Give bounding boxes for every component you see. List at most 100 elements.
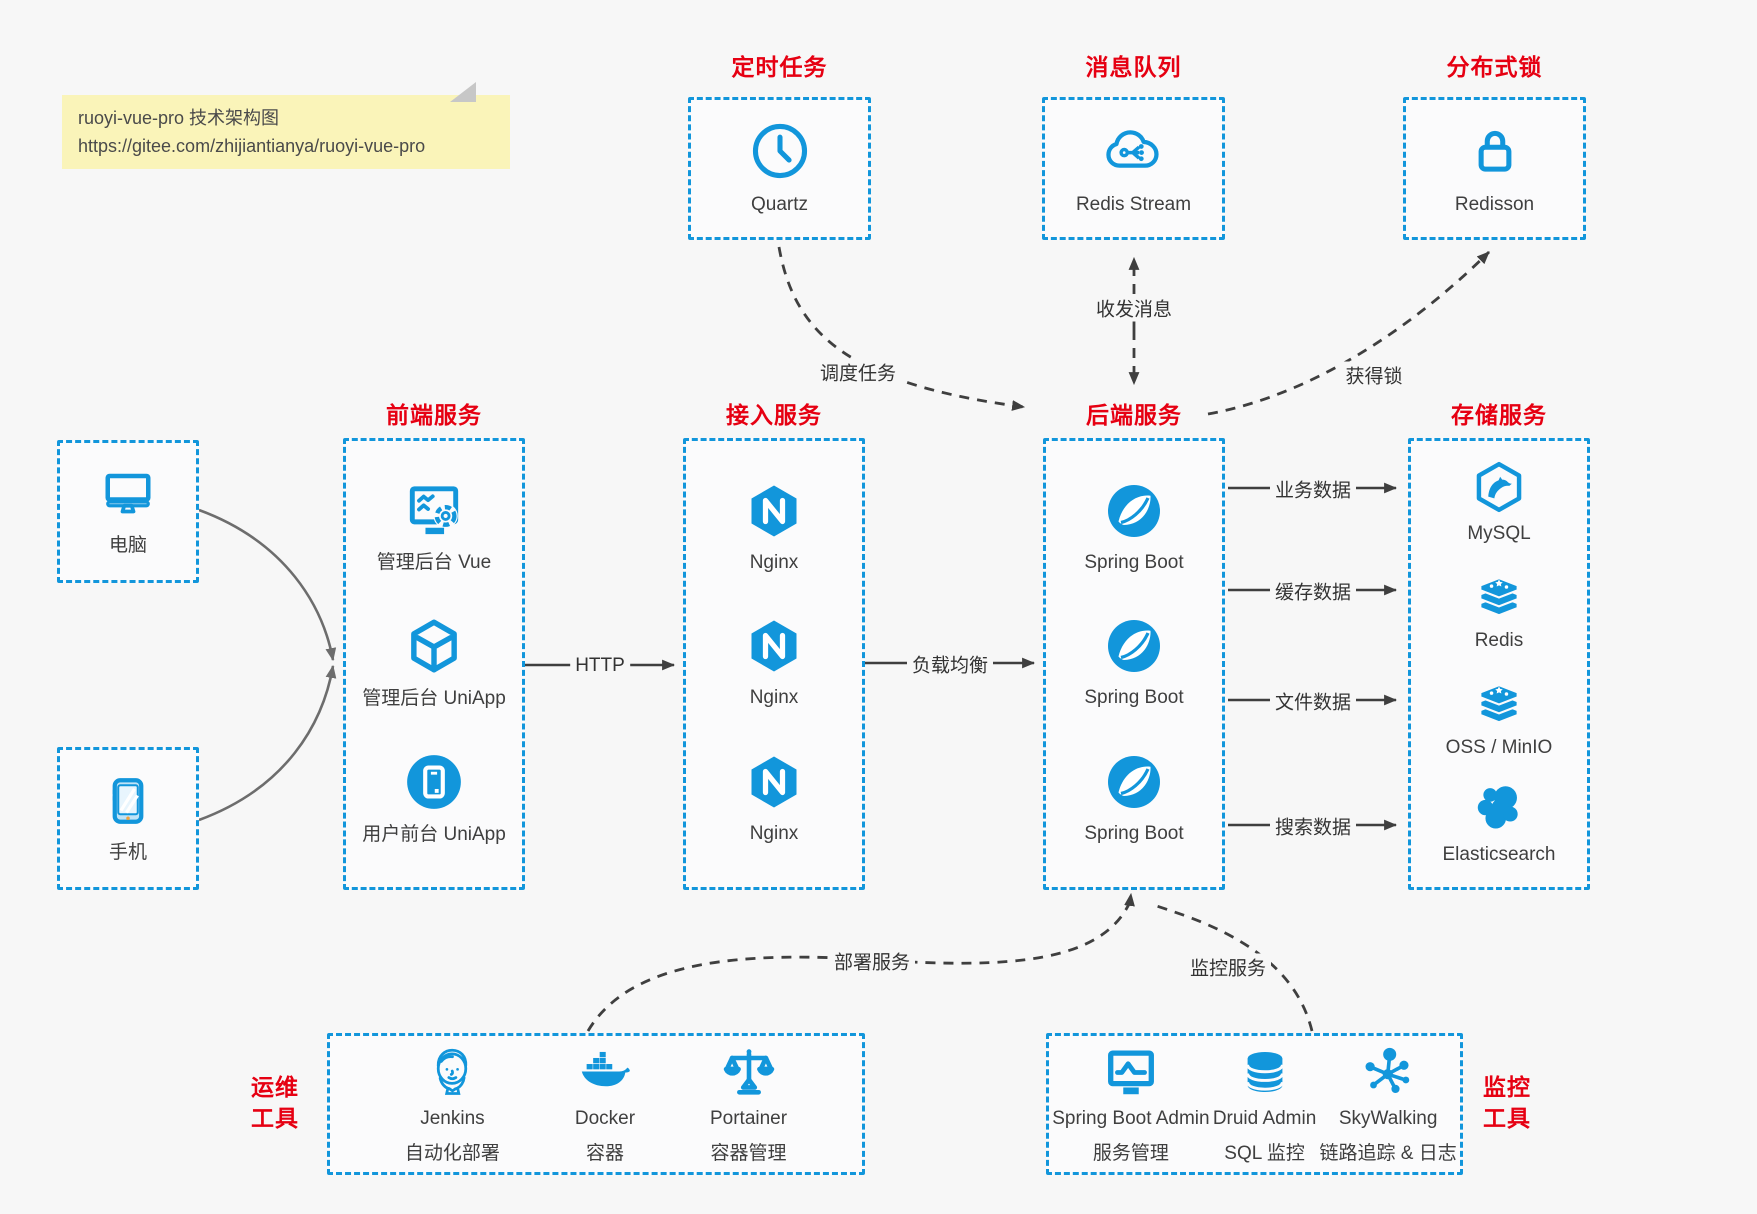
node-druid-admin: Druid Admin SQL 监控: [1212, 1043, 1317, 1165]
edge-label-search-data: 搜索数据: [1269, 812, 1357, 840]
node-user-uniapp: 用户前台 UniApp: [362, 751, 506, 849]
group-box-monitor-tools: Spring Boot Admin 服务管理 Druid Admin SQL 监…: [1046, 1033, 1463, 1175]
node-label: Spring Boot: [1084, 687, 1184, 709]
edge-label-lock: 获得锁: [1340, 361, 1408, 389]
node-label: Redis: [1474, 630, 1524, 652]
group-title-frontend: 前端服务: [386, 402, 482, 428]
node-label: Redis Stream: [1075, 193, 1192, 215]
node-pc: 电脑: [98, 464, 158, 560]
node-docker: Docker 容器: [575, 1043, 635, 1165]
node-elasticsearch: Elasticsearch: [1443, 780, 1556, 869]
group-box-scheduled-tasks: Quartz: [688, 97, 871, 240]
smartphone-icon: [98, 771, 158, 831]
edge-label-deploy: 部署服务: [828, 947, 916, 975]
cloud-stream-icon: [1101, 119, 1165, 183]
elasticsearch-icon: [1471, 780, 1527, 836]
mysql-icon: [1471, 459, 1527, 515]
edge-pc-to-frontend: [198, 508, 337, 662]
cube-icon: [403, 615, 465, 677]
monitor-title-line1: 监控: [1483, 1074, 1531, 1100]
node-label: Spring Boot: [1084, 551, 1184, 573]
node-skywalking: SkyWalking 链路追踪 & 日志: [1320, 1043, 1457, 1165]
clock-icon: [748, 119, 812, 183]
group-box-backend: Spring Boot Spring Boot Spring Boot: [1043, 438, 1225, 890]
node-label: Spring Boot Admin: [1052, 1108, 1210, 1130]
node-redisson: Redisson: [1455, 119, 1534, 219]
node-label: Quartz: [750, 193, 809, 215]
edge-lock: [1207, 251, 1490, 416]
ops-title-line1: 运维: [251, 1074, 299, 1100]
node-sublabel: 容器管理: [710, 1142, 787, 1164]
node-quartz: Quartz: [748, 119, 812, 219]
node-nginx-2: Nginx: [744, 616, 804, 712]
node-phone: 手机: [98, 771, 158, 867]
lock-icon: [1463, 119, 1527, 183]
node-springboot-3: Spring Boot: [1084, 752, 1184, 848]
node-label: Nginx: [749, 687, 799, 709]
docker-icon: [576, 1043, 634, 1101]
group-box-distributed-lock: Redisson: [1403, 97, 1586, 240]
node-spring-boot-admin: Spring Boot Admin 服务管理: [1052, 1043, 1210, 1165]
node-nginx-1: Nginx: [744, 481, 804, 577]
node-label: OSS / MinIO: [1445, 737, 1553, 759]
admin-console-icon: [403, 479, 465, 541]
group-title-message-queue: 消息队列: [1085, 54, 1182, 80]
group-box-frontend: 管理后台 Vue 管理后台 UniApp 用户前台 UniApp: [343, 438, 525, 890]
druid-icon: [1236, 1043, 1294, 1101]
nginx-icon: [744, 616, 804, 676]
node-redis-stream: Redis Stream: [1076, 119, 1191, 219]
skywalking-icon: [1359, 1043, 1417, 1101]
node-sublabel: 链路追踪 & 日志: [1319, 1142, 1457, 1164]
node-mysql: MySQL: [1467, 459, 1531, 548]
edge-label-business-data: 业务数据: [1269, 475, 1357, 503]
group-title-storage: 存储服务: [1451, 402, 1547, 428]
node-label: 管理后台 Vue: [376, 552, 492, 574]
node-label: SkyWalking: [1338, 1108, 1438, 1130]
monitor-icon: [98, 464, 158, 524]
edge-label-messaging: 收发消息: [1090, 294, 1178, 322]
ops-title-line2: 工具: [251, 1105, 299, 1132]
node-label: 电脑: [108, 534, 147, 556]
group-title-monitor-tools: 监控 工具: [1469, 1072, 1545, 1134]
node-label: Druid Admin: [1212, 1108, 1317, 1130]
portainer-icon: [720, 1043, 778, 1101]
node-sublabel: 服务管理: [1092, 1142, 1169, 1164]
node-springboot-1: Spring Boot: [1084, 481, 1184, 577]
node-label: 用户前台 UniApp: [362, 824, 506, 846]
node-admin-uniapp: 管理后台 UniApp: [362, 615, 506, 713]
node-sublabel: SQL 监控: [1224, 1142, 1305, 1164]
edge-label-cache-data: 缓存数据: [1269, 577, 1357, 605]
spring-icon: [1104, 752, 1164, 812]
group-box-gateway: Nginx Nginx Nginx: [683, 438, 865, 890]
note-title: ruoyi-vue-pro 技术架构图: [78, 108, 280, 128]
node-sublabel: 容器: [585, 1142, 624, 1164]
edge-schedule: [777, 246, 1026, 411]
node-label: Nginx: [749, 551, 799, 573]
redis-icon: [1471, 673, 1527, 729]
node-springboot-2: Spring Boot: [1084, 616, 1184, 712]
spring-icon: [1104, 616, 1164, 676]
client-box-pc: 电脑: [57, 440, 199, 583]
group-title-gateway: 接入服务: [726, 402, 822, 428]
group-title-backend: 后端服务: [1086, 402, 1182, 428]
node-label: MySQL: [1467, 523, 1531, 545]
group-title-distributed-lock: 分布式锁: [1446, 54, 1543, 80]
node-label: Redisson: [1454, 193, 1535, 215]
node-portainer: Portainer 容器管理: [710, 1043, 787, 1165]
group-box-storage: MySQL Redis OSS / MinIO Elasticsearch: [1408, 438, 1590, 890]
redis-icon: [1471, 566, 1527, 622]
node-label: 管理后台 UniApp: [362, 688, 506, 710]
spring-icon: [1104, 481, 1164, 541]
node-oss-minio: OSS / MinIO: [1445, 673, 1553, 762]
edge-label-file-data: 文件数据: [1269, 687, 1357, 715]
edge-label-monitor: 监控服务: [1184, 953, 1272, 981]
group-box-ops-tools: Jenkins 自动化部署 Docker 容器 Portainer 容器管理: [327, 1033, 865, 1175]
mobile-app-icon: [403, 751, 465, 813]
monitor-title-line2: 工具: [1483, 1105, 1531, 1132]
nginx-icon: [744, 752, 804, 812]
node-sublabel: 自动化部署: [404, 1142, 500, 1164]
node-label: Elasticsearch: [1442, 844, 1556, 866]
node-nginx-3: Nginx: [744, 752, 804, 848]
client-box-phone: 手机: [57, 747, 199, 890]
